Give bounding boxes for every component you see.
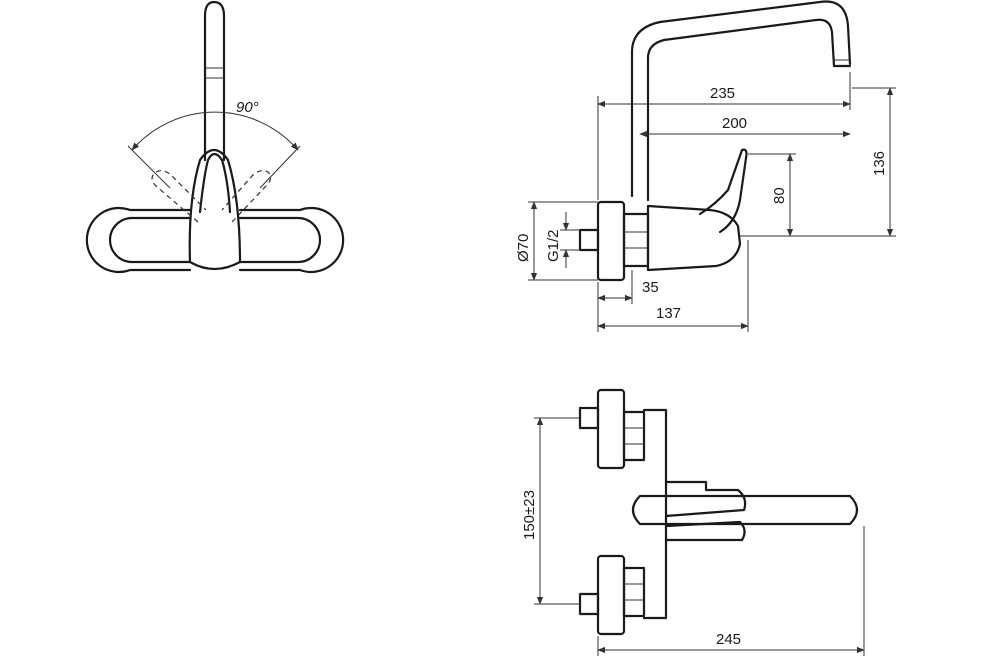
top-view: 90°: [85, 0, 345, 274]
angle-arc: [131, 111, 299, 151]
top-view-lever: [198, 152, 232, 214]
dim-245: 245: [716, 631, 741, 648]
side-view-lever: [698, 148, 748, 234]
side-view-nut: [622, 212, 650, 268]
side-view-spout: [630, 0, 852, 198]
dim-35: 35: [642, 279, 659, 296]
dim-200: 200: [722, 115, 747, 132]
front-view-body: [642, 408, 668, 620]
top-view-left-rosette: [85, 206, 192, 274]
dim-136: 136: [871, 151, 888, 176]
top-view-spout: [203, 0, 226, 162]
front-view-spout: [631, 494, 859, 526]
angle-label: 90°: [236, 99, 259, 116]
dim-80: 80: [771, 187, 788, 204]
top-view-lever-left-dashed: [151, 170, 207, 223]
dim-thread: G1/2: [545, 229, 562, 262]
top-view-lever-right-dashed: [221, 170, 272, 223]
top-view-right-rosette: [238, 206, 345, 274]
front-view-lower-plate: [596, 554, 626, 636]
dim-235: 235: [710, 85, 735, 102]
dim-diameter-70: Ø70: [515, 234, 532, 262]
dim-137: 137: [656, 305, 681, 322]
front-view-upper-plate: [596, 388, 626, 470]
dim-centers: 150±23: [521, 490, 538, 540]
front-view: 150±23 245: [521, 388, 865, 656]
side-view-body: [646, 204, 742, 272]
side-view-wall-plate: [596, 200, 626, 282]
top-view-body: [188, 148, 242, 271]
side-view: 235 200 136 80 Ø70 G1/2 35 137: [515, 0, 896, 332]
